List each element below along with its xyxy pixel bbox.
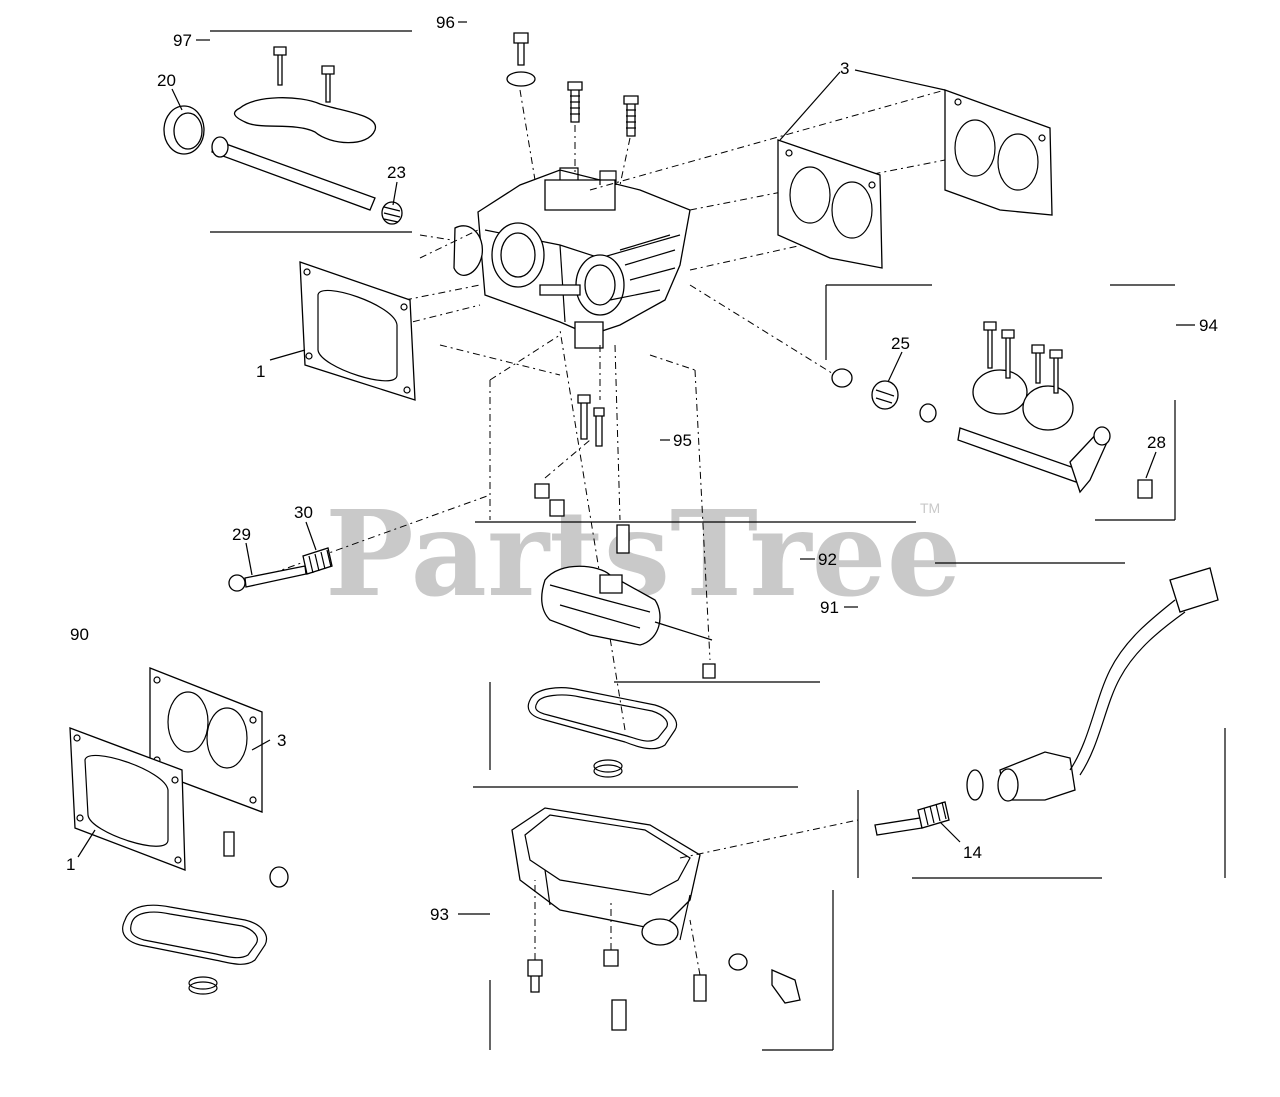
callout-25: 25 xyxy=(891,334,910,353)
part-20-ring xyxy=(163,105,205,155)
callout-93: 93 xyxy=(430,905,449,924)
callout-14: 14 xyxy=(963,843,982,862)
callout-3-lower: 3 xyxy=(277,731,286,750)
part-14-spring xyxy=(917,801,950,829)
watermark-trademark: TM xyxy=(920,500,940,516)
group-97-throttle-shaft xyxy=(163,30,412,233)
bowl-gasket-center xyxy=(473,681,820,788)
callout-90: 90 xyxy=(70,625,89,644)
part-3-gasket-pair xyxy=(777,89,1053,269)
part-25-spring xyxy=(871,380,899,410)
part-1-gasket xyxy=(299,261,416,401)
callout-28: 28 xyxy=(1147,433,1166,452)
callout-96: 96 xyxy=(436,13,455,32)
group-93-float-bowl xyxy=(489,807,859,1051)
group-92-float xyxy=(541,524,1125,679)
carburetor-body xyxy=(453,167,691,349)
callout-20: 20 xyxy=(157,71,176,90)
part-30-spring xyxy=(302,547,333,575)
callout-97: 97 xyxy=(173,31,192,50)
fuel-solenoid-assembly xyxy=(857,567,1226,879)
callout-labels: 97 96 20 3 23 1 94 25 95 28 29 30 92 91 … xyxy=(66,13,1218,924)
callout-1-lower: 1 xyxy=(66,855,75,874)
group-96-screws xyxy=(506,32,639,137)
callout-95: 95 xyxy=(673,431,692,450)
group-94-choke-shaft xyxy=(825,284,1176,521)
callout-29: 29 xyxy=(232,525,251,544)
callout-92: 92 xyxy=(818,550,837,569)
part-29-idle-screw xyxy=(228,565,307,592)
group-90-gasket-kit xyxy=(69,667,289,995)
callout-1-upper: 1 xyxy=(256,362,265,381)
part-23-spring xyxy=(381,201,403,225)
callout-leaders xyxy=(77,21,1195,915)
group-95-jets xyxy=(475,394,916,523)
part-28-clip xyxy=(1137,479,1153,499)
callout-91: 91 xyxy=(820,598,839,617)
callout-30: 30 xyxy=(294,503,313,522)
callout-23: 23 xyxy=(387,163,406,182)
callout-3-upper: 3 xyxy=(840,59,849,78)
callout-94: 94 xyxy=(1199,316,1218,335)
